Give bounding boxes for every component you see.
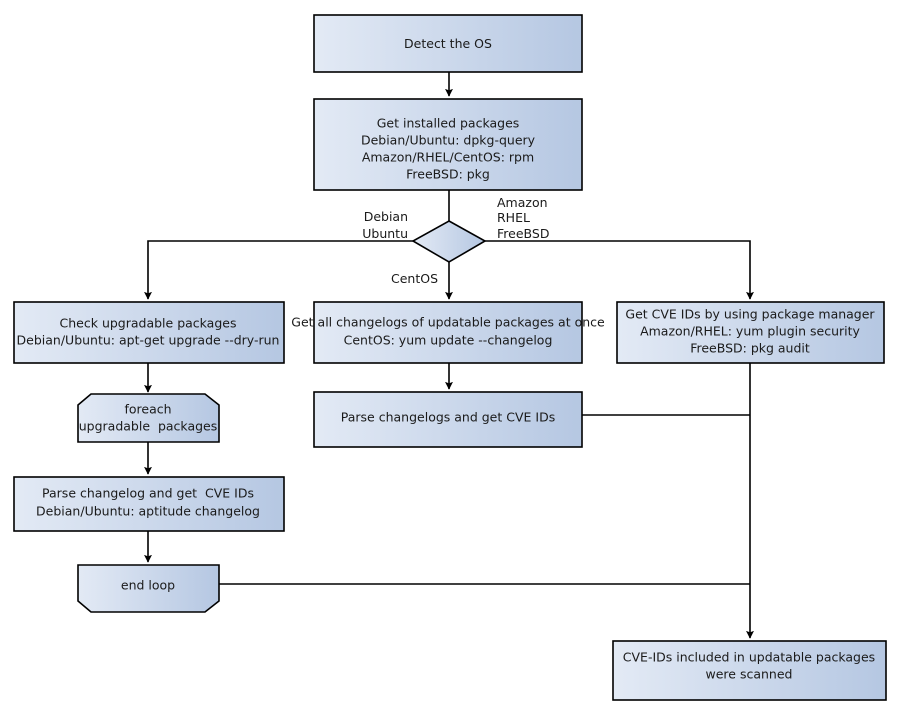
node-get-all-changelogs[interactable]: Get all changelogs of updatable packages…: [291, 301, 605, 364]
edge-label-amazon-rhel-freebsd-line-0: Amazon: [497, 195, 548, 210]
node-get-cve-ids-pkgmgr-label-0: Get CVE IDs by using package manager: [625, 307, 875, 322]
node-parse-changelogs-multi[interactable]: Parse changelogs and get CVE IDs: [313, 391, 583, 448]
edge-label-amazon-rhel-freebsd: Amazon RHEL FreeBSD: [497, 195, 549, 241]
node-get-cve-ids-pkgmgr-shape[interactable]: [616, 301, 885, 364]
edge-label-debian-ubuntu: Debian Ubuntu: [362, 209, 408, 241]
node-foreach-loop-start-shape[interactable]: [77, 393, 220, 443]
node-get-all-changelogs-shape[interactable]: [313, 301, 583, 364]
node-parse-changelog-single-label-0: Parse changelog and get CVE IDs: [42, 486, 254, 501]
edge-decision-to-rhel-branch: [484, 240, 754, 300]
node-get-installed-packages-label-0: Get installed packages: [377, 116, 520, 131]
node-scan-complete-label-0: CVE-IDs included in updatable packages: [623, 650, 875, 665]
node-detect-os-shape[interactable]: [313, 14, 583, 73]
edge-label-debian-ubuntu-line-0: Debian: [364, 209, 408, 224]
node-end-loop[interactable]: end loop: [77, 564, 220, 613]
node-get-all-changelogs-label-1: CentOS: yum update --changelog: [344, 333, 553, 348]
edge-label-centos: CentOS: [391, 271, 438, 286]
node-get-installed-packages-label-1: Debian/Ubuntu: dpkg-query: [361, 133, 536, 148]
node-os-decision-shape[interactable]: [411, 220, 487, 263]
node-end-loop-shape[interactable]: [77, 564, 220, 613]
node-os-decision[interactable]: [411, 220, 487, 263]
edge-label-amazon-rhel-freebsd-line-1: RHEL: [497, 210, 530, 225]
node-foreach-loop-start[interactable]: foreach upgradable packages: [77, 393, 220, 443]
node-detect-os[interactable]: Detect the OS: [313, 14, 583, 73]
node-get-installed-packages-shape[interactable]: [313, 98, 583, 191]
node-check-upgradable-shape[interactable]: [13, 301, 285, 364]
node-get-cve-ids-pkgmgr-label-2: FreeBSD: pkg audit: [690, 341, 810, 356]
node-scan-complete-label-1: were scanned: [706, 667, 793, 682]
node-get-installed-packages[interactable]: Get installed packages Debian/Ubuntu: dp…: [313, 98, 583, 191]
connector-layer: [144, 72, 754, 639]
node-end-loop-label-0: end loop: [121, 578, 175, 593]
edge-label-debian-ubuntu-line-1: Ubuntu: [362, 226, 408, 241]
node-check-upgradable-label-0: Check upgradable packages: [60, 316, 237, 331]
node-get-installed-packages-label-3: FreeBSD: pkg: [406, 167, 490, 182]
node-foreach-loop-start-label-1: upgradable packages: [79, 419, 218, 434]
edge-label-amazon-rhel-freebsd-line-2: FreeBSD: [497, 226, 549, 241]
node-get-all-changelogs-label-0: Get all changelogs of updatable packages…: [291, 315, 605, 330]
node-get-cve-ids-pkgmgr-label-1: Amazon/RHEL: yum plugin security: [640, 324, 860, 339]
node-scan-complete[interactable]: CVE-IDs included in updatable packages w…: [612, 640, 887, 701]
edge-decision-to-debian-branch: [144, 240, 414, 300]
node-parse-changelog-single[interactable]: Parse changelog and get CVE IDs Debian/U…: [13, 476, 285, 532]
node-parse-changelog-single-label-1: Debian/Ubuntu: aptitude changelog: [36, 504, 260, 519]
node-scan-complete-shape[interactable]: [612, 640, 887, 701]
node-parse-changelogs-multi-shape[interactable]: [313, 391, 583, 448]
edge-label-centos-line-0: CentOS: [391, 271, 438, 286]
node-parse-changelogs-multi-label-0: Parse changelogs and get CVE IDs: [341, 410, 555, 425]
node-check-upgradable[interactable]: Check upgradable packages Debian/Ubuntu:…: [13, 301, 285, 364]
node-detect-os-label-0: Detect the OS: [404, 36, 492, 51]
node-get-installed-packages-label-2: Amazon/RHEL/CentOS: rpm: [362, 150, 534, 165]
node-foreach-loop-start-label-0: foreach: [124, 402, 171, 417]
node-check-upgradable-label-1: Debian/Ubuntu: apt-get upgrade --dry-run: [17, 333, 280, 348]
node-parse-changelog-single-shape[interactable]: [13, 476, 285, 532]
node-get-cve-ids-pkgmgr[interactable]: Get CVE IDs by using package manager Ama…: [616, 301, 885, 364]
